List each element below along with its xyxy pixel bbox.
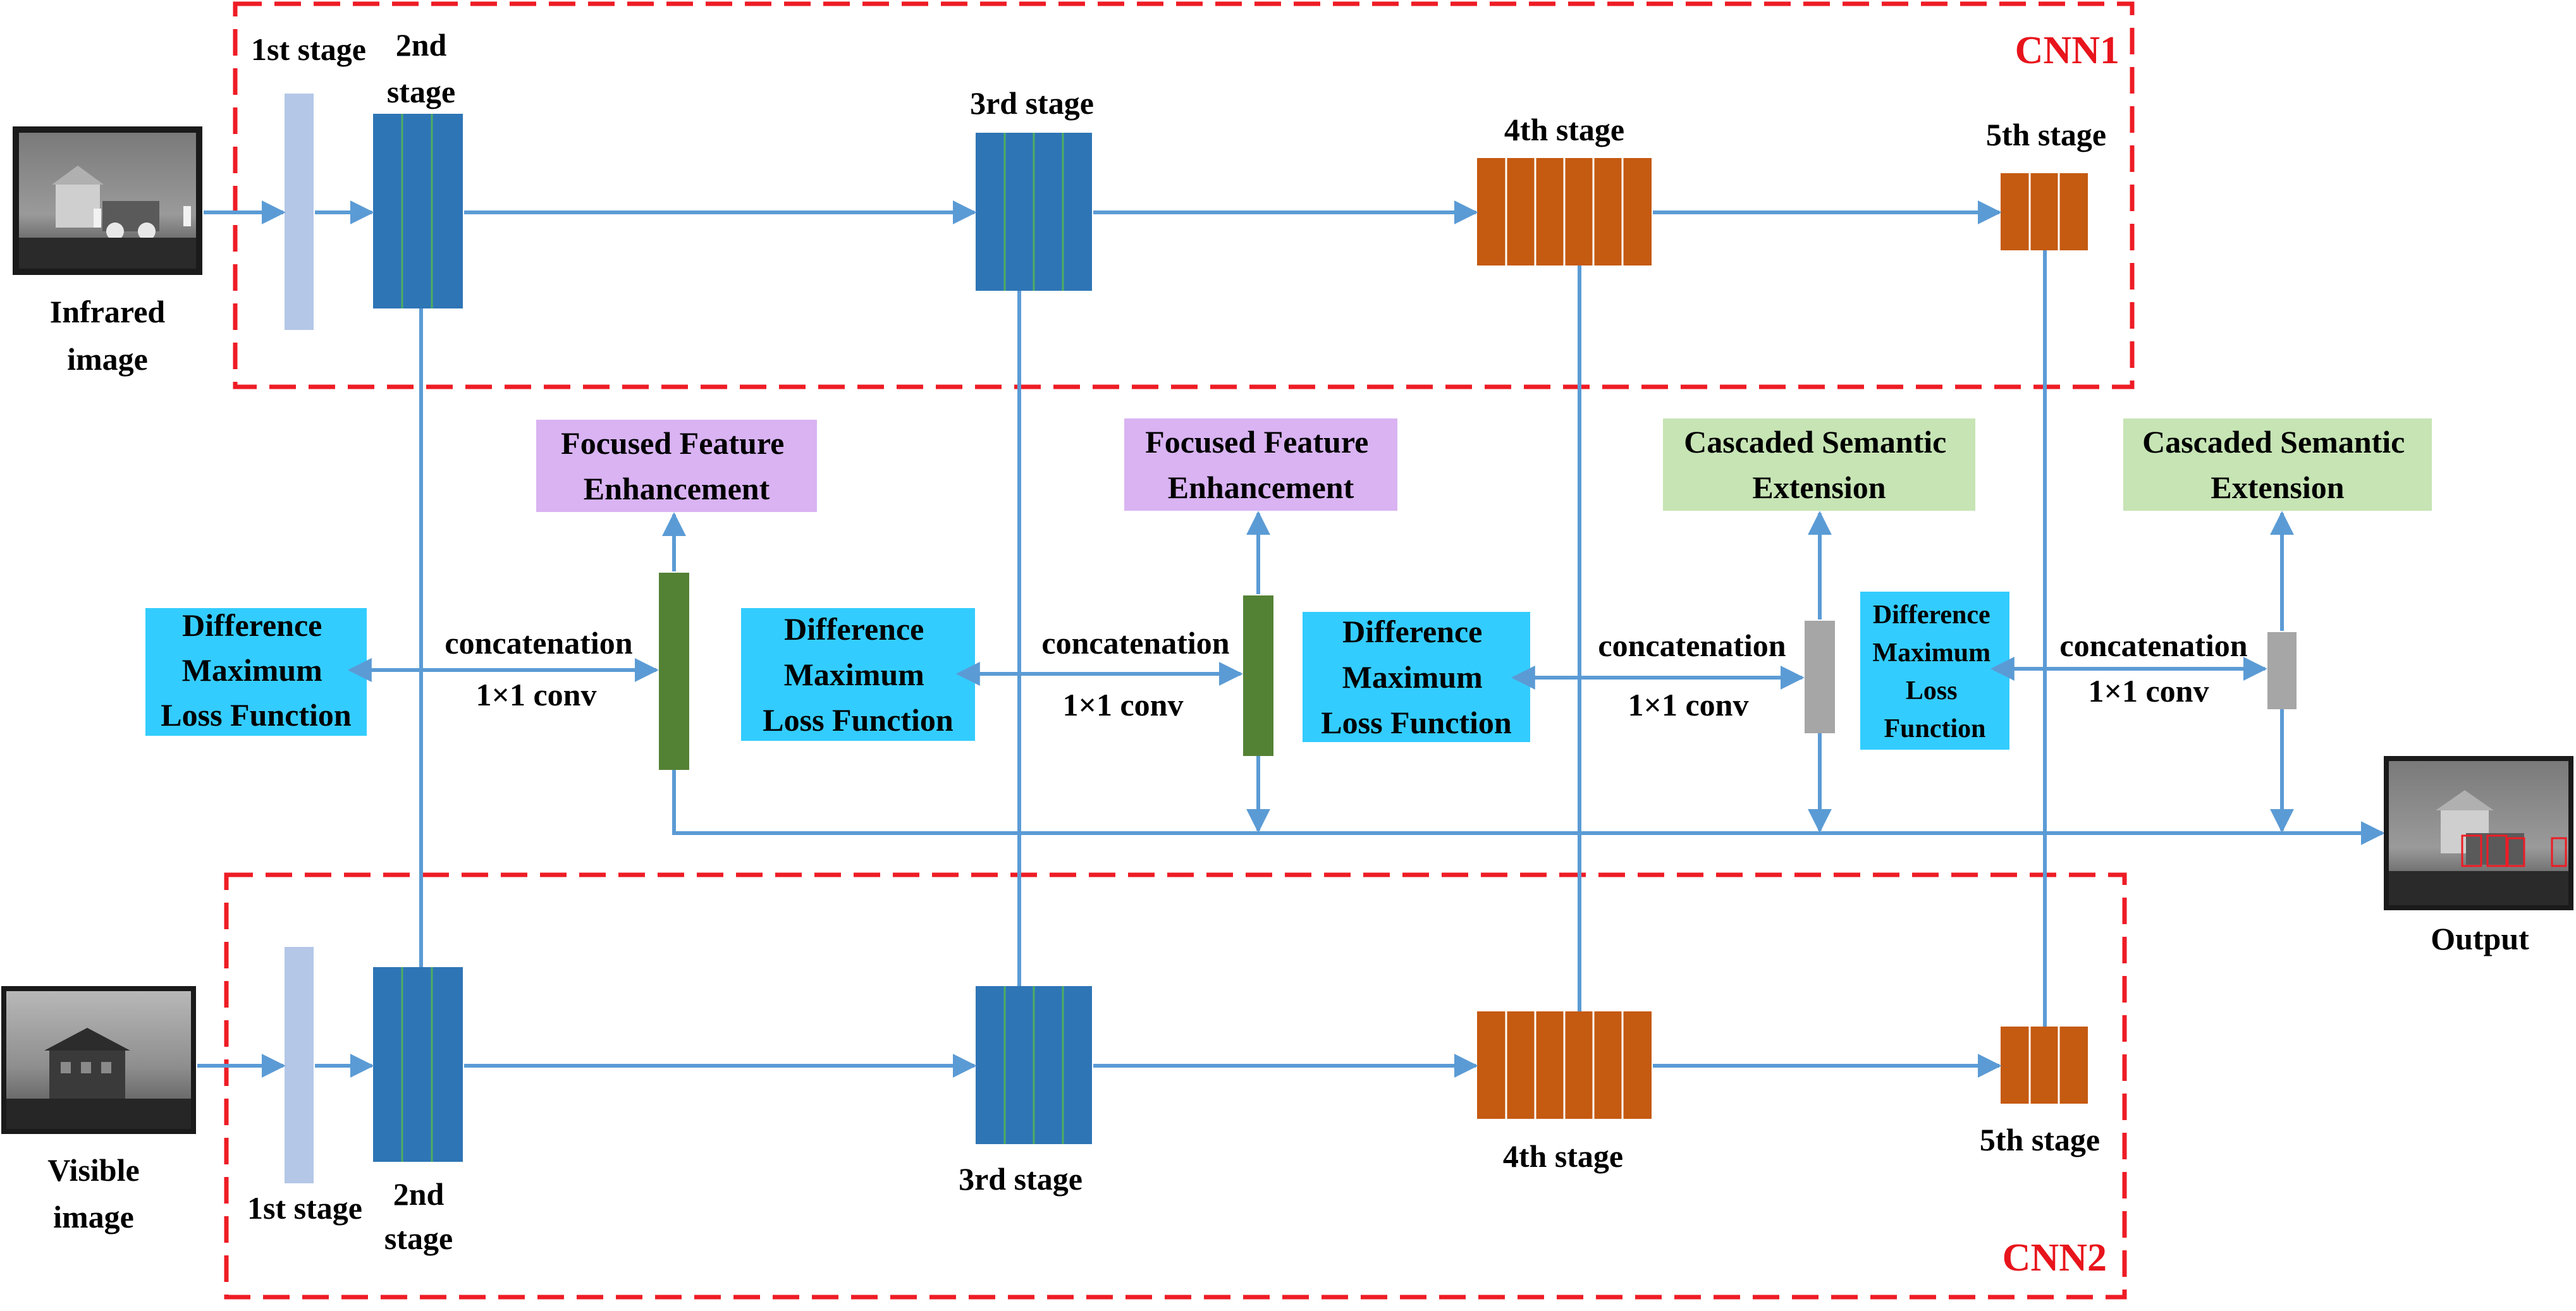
conv-label-2: 1×1 conv (1063, 687, 1184, 723)
infrared-image (13, 126, 202, 275)
fusion-bar-2 (1243, 595, 1273, 756)
module-up-arrows (662, 511, 2294, 631)
cnn2-stage3-label: 3rd stage (959, 1161, 1083, 1197)
conv-label-4: 1×1 conv (2088, 673, 2209, 709)
cnn2-stage3-block (976, 986, 1092, 1144)
cse-box-2 (2123, 418, 2432, 511)
conv-label-1: 1×1 conv (476, 677, 597, 712)
conv-label-3: 1×1 conv (1628, 687, 1749, 723)
dml-box-2-text: Difference Maximum Loss Function (763, 611, 954, 738)
cnn1-stage3-label: 3rd stage (970, 85, 1094, 121)
dml-bidirectional-arrows (347, 657, 2267, 690)
cse-box-1 (1663, 418, 1975, 511)
output-image (2384, 756, 2573, 910)
cnn1-stage2-label: 2nd (396, 27, 447, 63)
cnn2-stage5-block (2001, 1027, 2088, 1104)
cnn2-stage5-label: 5th stage (1980, 1122, 2100, 1157)
dml-box-4 (1860, 592, 2009, 750)
infrared-image-label-line2: image (67, 341, 148, 377)
cnn2-stage4-block (1477, 1011, 1652, 1119)
cnn1-stage5-label: 5th stage (1986, 117, 2106, 152)
cse-box-2-text: Cascaded Semantic Extension (2142, 424, 2413, 505)
visible-image (1, 986, 196, 1134)
dml-box-2 (741, 608, 975, 741)
cnn2-stage1-label: 1st stage (247, 1190, 362, 1226)
concat-label-3: concatenation (1598, 628, 1786, 663)
concat-label-1: concatenation (445, 625, 632, 661)
cnn2-stage4-label: 4th stage (1503, 1138, 1623, 1174)
cnn1-label: CNN1 (2015, 29, 2119, 72)
cse-box-1-text: Cascaded Semantic Extension (1684, 424, 1954, 505)
ffe-box-1-text: Focused Feature Enhancement (561, 425, 792, 506)
concat-label-4: concatenation (2059, 628, 2247, 663)
fusion-bar-4 (2267, 632, 2297, 709)
cnn1-stage1-block (285, 94, 314, 330)
cnn2-stage1-block (285, 947, 314, 1183)
cnn2-stage2-label-line2: stage (384, 1221, 453, 1256)
concat-label-2: concatenation (1041, 625, 1229, 661)
dml-box-3 (1303, 612, 1530, 742)
cnn1-region (233, 1, 2135, 389)
fusion-bar-3 (1805, 621, 1835, 733)
dml-box-1 (145, 608, 367, 736)
cnn2-region (224, 872, 2127, 1300)
cnn1-stage1-label: 1st stage (251, 32, 366, 67)
output-bus (672, 709, 2385, 845)
cnn2-stage2-label: 2nd (393, 1176, 445, 1212)
cnn1-stage4-block (1477, 158, 1652, 265)
output-label: Output (2431, 921, 2529, 956)
cnn1-stage5-block (2001, 173, 2088, 250)
visible-image-label: Visible (47, 1152, 139, 1188)
cnn1-stage4-label: 4th stage (1504, 112, 1624, 147)
dml-box-1-text: Difference Maximum Loss Function (161, 607, 352, 733)
dml-box-3-text: Difference Maximum Loss Function (1321, 614, 1512, 740)
cnn1-stage3-block (976, 133, 1092, 291)
cnn1-stage2-block (373, 114, 463, 308)
visible-image-label-line2: image (53, 1199, 134, 1235)
ffe-box-2-text: Focused Feature Enhancement (1145, 424, 1377, 505)
stage-connectors (419, 250, 2047, 1027)
fusion-bar-1 (659, 573, 689, 770)
cnn2-stage2-block (373, 967, 463, 1162)
ffe-box-1 (536, 420, 817, 512)
cnn1-stage2-label-line2: stage (387, 74, 455, 109)
infrared-image-label: Infrared (50, 294, 166, 329)
dml-box-4-text: Difference Maximum Loss Function (1872, 601, 1997, 743)
ffe-box-2 (1124, 418, 1397, 511)
cnn2-label: CNN2 (2003, 1236, 2107, 1279)
